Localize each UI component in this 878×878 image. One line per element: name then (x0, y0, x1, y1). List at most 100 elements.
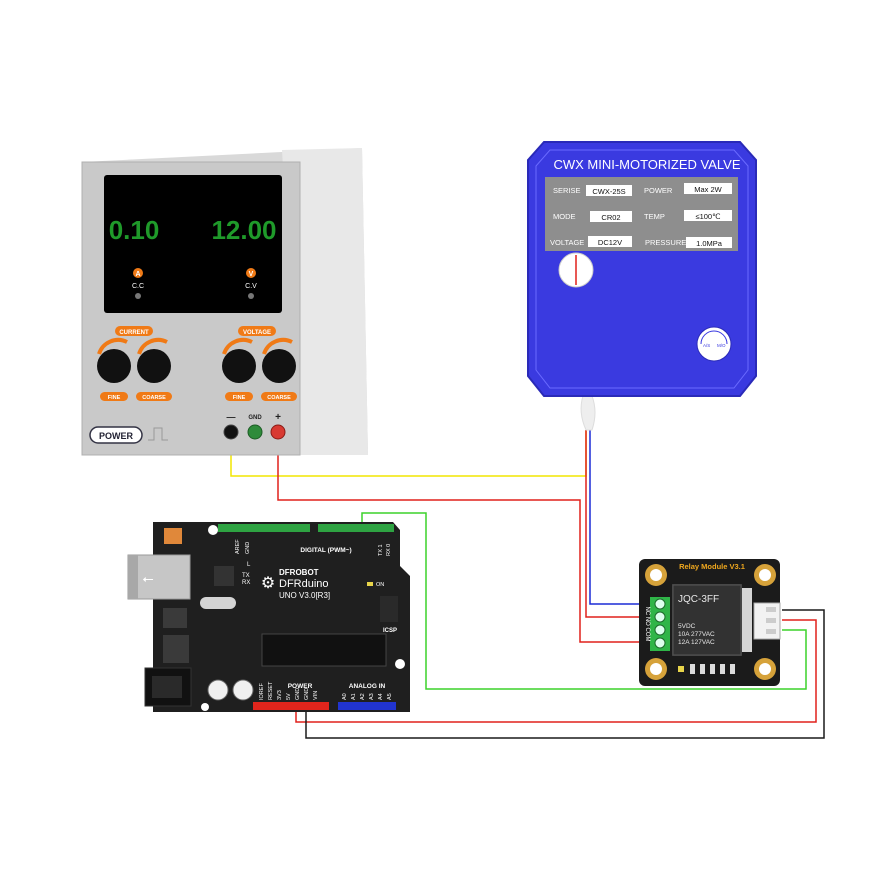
ioref-label: IOREF (259, 683, 265, 700)
current-reading: 0.10 (109, 215, 160, 245)
power-button[interactable] (89, 426, 143, 444)
serise-label: SERISE (553, 186, 581, 195)
a1-label: A1 (351, 693, 357, 700)
dfrobot-gear-icon: ⚙ (261, 575, 275, 592)
usb-chip (214, 566, 234, 586)
power-spec-value: Max 2W (694, 185, 722, 194)
current-coarse-knob[interactable] (137, 349, 171, 383)
wires (230, 430, 825, 739)
l-label: L (247, 562, 251, 568)
relay-title: Relay Module V3.1 (679, 562, 745, 571)
power-supply: 0.10 12.00 A C.C V C.V CURRENT VOLTAGE F… (81, 148, 368, 456)
icsp-label: ICSP (383, 628, 397, 634)
a2-label: A2 (360, 693, 366, 700)
voltage-spec-label: VOLTAGE (550, 238, 584, 247)
wire-red-5v (295, 619, 817, 723)
usb-icon: ⭠ (142, 570, 153, 586)
voltage-spec-value: DC12V (598, 238, 622, 247)
power-button-label: POWER (99, 431, 134, 441)
relay-led (678, 666, 684, 672)
wire-blue-valve (589, 430, 650, 605)
mount-hole-arduino-3 (201, 703, 209, 711)
capacitor-1 (207, 679, 229, 701)
fine-label-1: FINE (108, 395, 121, 401)
relay-model: JQC-3FF (678, 594, 719, 605)
wire-red-valve (585, 430, 650, 618)
positive-terminal[interactable] (270, 424, 286, 440)
terminal-screw-no[interactable] (654, 611, 666, 623)
mount-hole-arduino-1 (208, 525, 218, 535)
gnd2-label: GND (304, 688, 310, 700)
cv-label: C.V (245, 283, 257, 290)
regulator-2 (163, 608, 187, 628)
terminal-screw-4[interactable] (654, 637, 666, 649)
tx-label: TX (242, 573, 250, 579)
rx-label: RX (242, 580, 250, 586)
pressure-value: 1.0MPa (696, 239, 723, 248)
voltage-group-label: VOLTAGE (243, 330, 271, 336)
relay-terminal-block (650, 597, 670, 651)
motorized-valve: CWX MINI-MOTORIZED VALVE SERISE CWX-25S … (527, 141, 757, 431)
reset-button[interactable] (164, 528, 182, 544)
power-header (253, 702, 329, 710)
dial-left-label: A/S (703, 343, 710, 348)
microcontroller (261, 633, 387, 667)
wire-black-gnd (305, 609, 825, 739)
crystal (200, 597, 236, 609)
dial-right-label: M/O (717, 343, 726, 348)
voltage-fine-knob[interactable] (222, 349, 256, 383)
relay-spec-1: 5VDC (678, 623, 696, 630)
terminal-screw-nc[interactable] (654, 598, 666, 610)
power-led (367, 582, 373, 586)
3v3-label: 3V3 (277, 690, 283, 700)
tx0-label: TX 1 (378, 544, 384, 556)
gnd1-label: GND (295, 688, 301, 700)
aref-label: AREF (235, 539, 241, 554)
arduino-model: DFRduino (279, 578, 329, 590)
pressure-label: PRESSURE (645, 238, 686, 247)
coarse-label-2: COARSE (267, 395, 291, 401)
power-spec-label: POWER (644, 186, 673, 195)
arduino-version: UNO V3.0[R3] (279, 591, 330, 600)
current-fine-knob[interactable] (97, 349, 131, 383)
cc-label: C.C (132, 283, 144, 290)
mode-value: CR02 (601, 213, 620, 222)
psu-display (104, 175, 282, 313)
5v-label: 5V (286, 693, 292, 700)
icsp-header (380, 596, 398, 622)
analog-header-label: ANALOG IN (349, 683, 386, 690)
power-switch-icon (148, 427, 168, 441)
voltage-coarse-knob[interactable] (262, 349, 296, 383)
negative-terminal[interactable] (223, 424, 239, 440)
a0-label: A0 (342, 693, 348, 700)
capacitor-2 (232, 679, 254, 701)
mode-label: MODE (553, 212, 576, 221)
a-badge: A (135, 271, 140, 278)
usb-connector (127, 554, 191, 600)
digital-header-label: DIGITAL (PWM~) (300, 547, 351, 554)
rx0-label: RX 0 (386, 544, 392, 556)
a-badge-bg (133, 268, 143, 278)
relay-module: Relay Module V3.1 NC NO COM JQC-3FF 5VDC… (639, 559, 781, 686)
mount-hole-arduino-2 (395, 659, 405, 669)
valve-title: CWX MINI-MOTORIZED VALVE (553, 157, 740, 172)
gnd-terminal[interactable] (247, 424, 263, 440)
serise-value: CWX-25S (592, 187, 625, 196)
digital-header-1 (218, 524, 310, 532)
terminal-screw-com[interactable] (654, 624, 666, 636)
vin-label: VIN (313, 691, 319, 700)
temp-label: TEMP (644, 212, 665, 221)
mode-dial[interactable] (696, 326, 732, 362)
cv-led (248, 293, 254, 299)
coarse-label-1: COARSE (142, 395, 166, 401)
gnd-top-label: GND (245, 542, 251, 554)
power-header-label: POWER (288, 683, 313, 690)
temp-value: ≤100℃ (695, 212, 721, 221)
v-badge-bg (246, 268, 256, 278)
v-badge: V (249, 271, 254, 278)
a5-label: A5 (387, 693, 393, 700)
arduino-board: ⭠ AREF GND DIGITAL (PWM~) TX 1 RX 0 L TX… (127, 522, 410, 712)
on-label: ON (376, 582, 384, 588)
minus-label: — (227, 412, 236, 422)
